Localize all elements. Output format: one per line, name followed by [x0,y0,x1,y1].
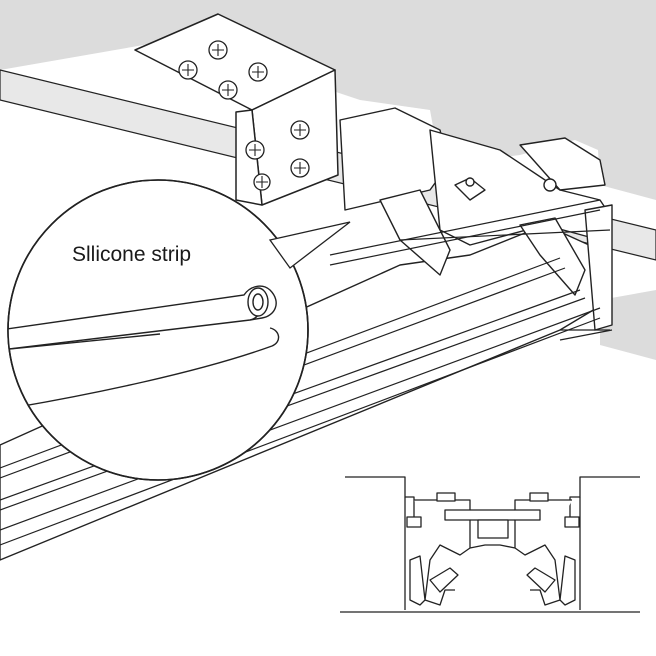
ceiling-side [600,290,656,360]
cross-section-detail [340,476,640,613]
magnifier-lens [7,179,309,481]
silicone-strip-label: Sllicone strip [72,243,192,266]
callout-pointer [268,221,351,269]
silicone-strip-outline [8,285,277,351]
mounting-bracket [134,13,339,206]
